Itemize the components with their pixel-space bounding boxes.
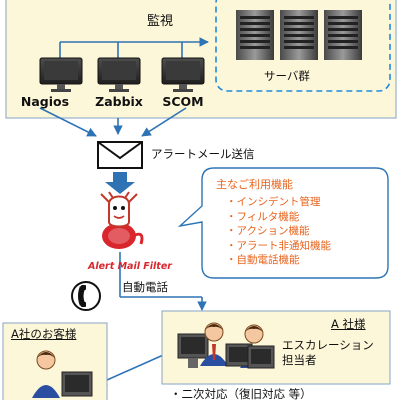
phone-icon (71, 281, 101, 311)
escalation-staff-icons (177, 322, 275, 369)
alert-arrows (39, 107, 187, 137)
monitor-connectors (59, 37, 209, 58)
secondary-response-note: ・二次対応（復旧対応 等） (170, 387, 312, 401)
server-rack-icons (236, 10, 362, 60)
down-block-arrow (105, 172, 135, 194)
server-group-frame (215, 0, 391, 92)
server-group-label: サーバ群 (264, 69, 310, 83)
feature-item: ・フィルタ機能 (226, 210, 300, 223)
monitor-icons (39, 57, 205, 92)
escalation-role-line1: エスカレーション (282, 338, 374, 352)
feature-item: ・インシデント管理 (226, 196, 321, 208)
alert-mail-label: アラートメール送信 (151, 147, 255, 161)
phone-connectors (97, 252, 207, 385)
feature-item: ・アクション機能 (226, 225, 310, 237)
feature-item: ・アラート非通知機能 (226, 239, 331, 252)
features-callout (177, 167, 389, 279)
tool-label-zabbix: Zabbix (95, 94, 143, 109)
mail-icon (97, 141, 143, 169)
feature-item: ・自動電話機能 (226, 254, 300, 266)
tool-label-scom: SCOM (162, 94, 204, 109)
features-title: 主なご利用機能 (216, 178, 293, 191)
customer-title: A社のお客様 (11, 327, 77, 341)
product-logo-text: Alert Mail Filter (88, 261, 172, 272)
alert-mail-filter-logo-icon (100, 191, 144, 249)
tool-label-nagios: Nagios (20, 94, 70, 109)
customer-icon (32, 350, 93, 398)
features-list: ・インシデント管理 ・フィルタ機能 ・アクション機能 ・アラート非通知機能 ・自… (226, 195, 331, 268)
auto-call-label: 自動電話 (122, 280, 168, 294)
escalation-role-line2: 担当者 (282, 353, 317, 367)
company-a-title: A 社様 (331, 317, 366, 331)
monitoring-title: 監視 (147, 14, 174, 29)
